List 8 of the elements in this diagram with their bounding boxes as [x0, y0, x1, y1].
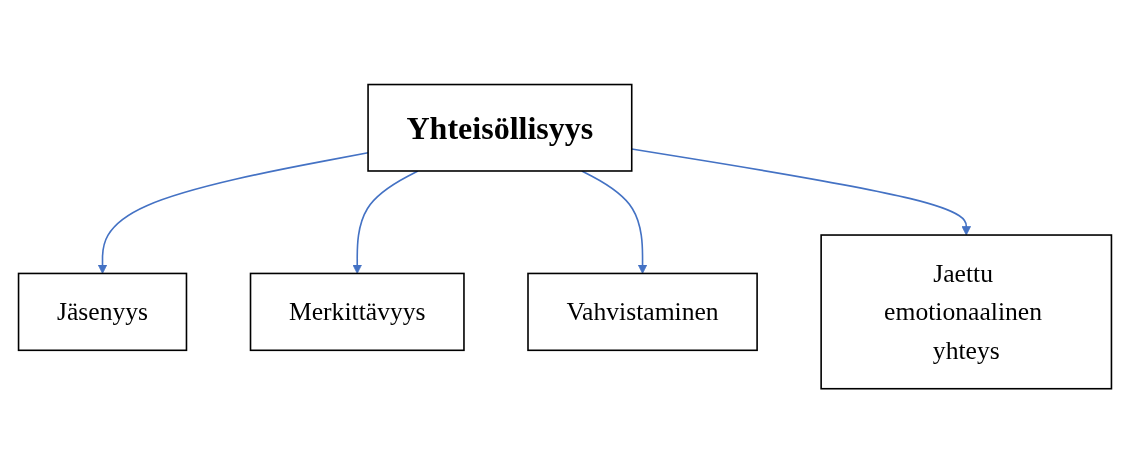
- node-box: Jäsenyys: [17, 272, 188, 351]
- arrow: [581, 170, 648, 274]
- node-box: Vahvistaminen: [527, 272, 758, 351]
- arrow: [352, 170, 419, 274]
- node-box: Merkittävyys: [249, 272, 465, 351]
- node-box: Jaettu emotionaalinen yhteys: [820, 234, 1113, 390]
- node-box: Yhteisöllisyys: [367, 83, 633, 172]
- arrow: [97, 151, 369, 274]
